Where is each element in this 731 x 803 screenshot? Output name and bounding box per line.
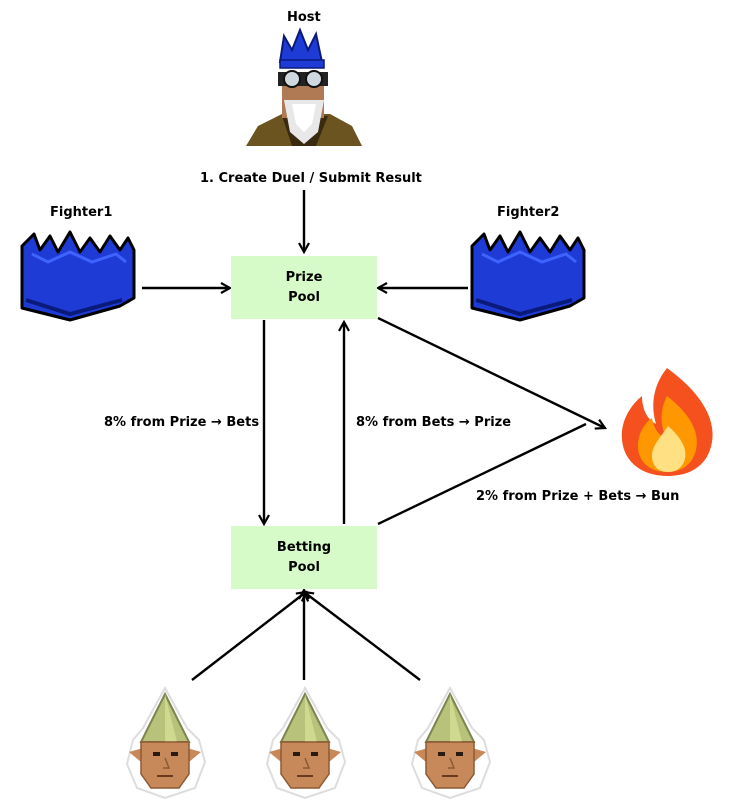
fighter2-label: Fighter2 bbox=[497, 205, 560, 220]
arrow-bettor3-to-bets bbox=[304, 592, 421, 681]
fighter1-label: Fighter1 bbox=[50, 205, 113, 220]
line-prize-to-burn bbox=[377, 316, 605, 428]
prize-pool-label-line2: Pool bbox=[288, 289, 320, 305]
betting-pool-label-line2: Pool bbox=[288, 559, 320, 575]
betting-pool-box: Betting Pool bbox=[231, 526, 377, 589]
fighter2-partyhat-icon bbox=[470, 230, 586, 322]
edge-label-host-to-prize: 1. Create Duel / Submit Result bbox=[200, 171, 422, 186]
gnome-bettor-icon bbox=[410, 685, 492, 800]
arrows bbox=[142, 190, 605, 681]
arrow-bettor1-to-bets bbox=[191, 592, 306, 681]
gnome-bettor-icon bbox=[125, 685, 207, 800]
line-bets-to-burn bbox=[377, 422, 587, 526]
fire-icon bbox=[621, 368, 713, 476]
edge-label-bets-to-prize: 8% from Bets → Prize bbox=[356, 415, 512, 430]
gnome-bettor-icon bbox=[265, 685, 347, 800]
edge-label-to-burn: 2% from Prize + Bets → Bun bbox=[476, 489, 680, 504]
gnome-bettors bbox=[125, 685, 492, 800]
edge-label-prize-to-bets: 8% from Prize → Bets bbox=[104, 415, 260, 430]
host-label: Host bbox=[287, 10, 321, 25]
wizard-host-icon bbox=[246, 27, 362, 146]
betting-pool-label-line1: Betting bbox=[276, 539, 332, 555]
prize-pool-label-line1: Prize bbox=[285, 269, 323, 285]
fighter1-partyhat-icon bbox=[20, 230, 136, 322]
prize-pool-box: Prize Pool bbox=[231, 256, 377, 319]
